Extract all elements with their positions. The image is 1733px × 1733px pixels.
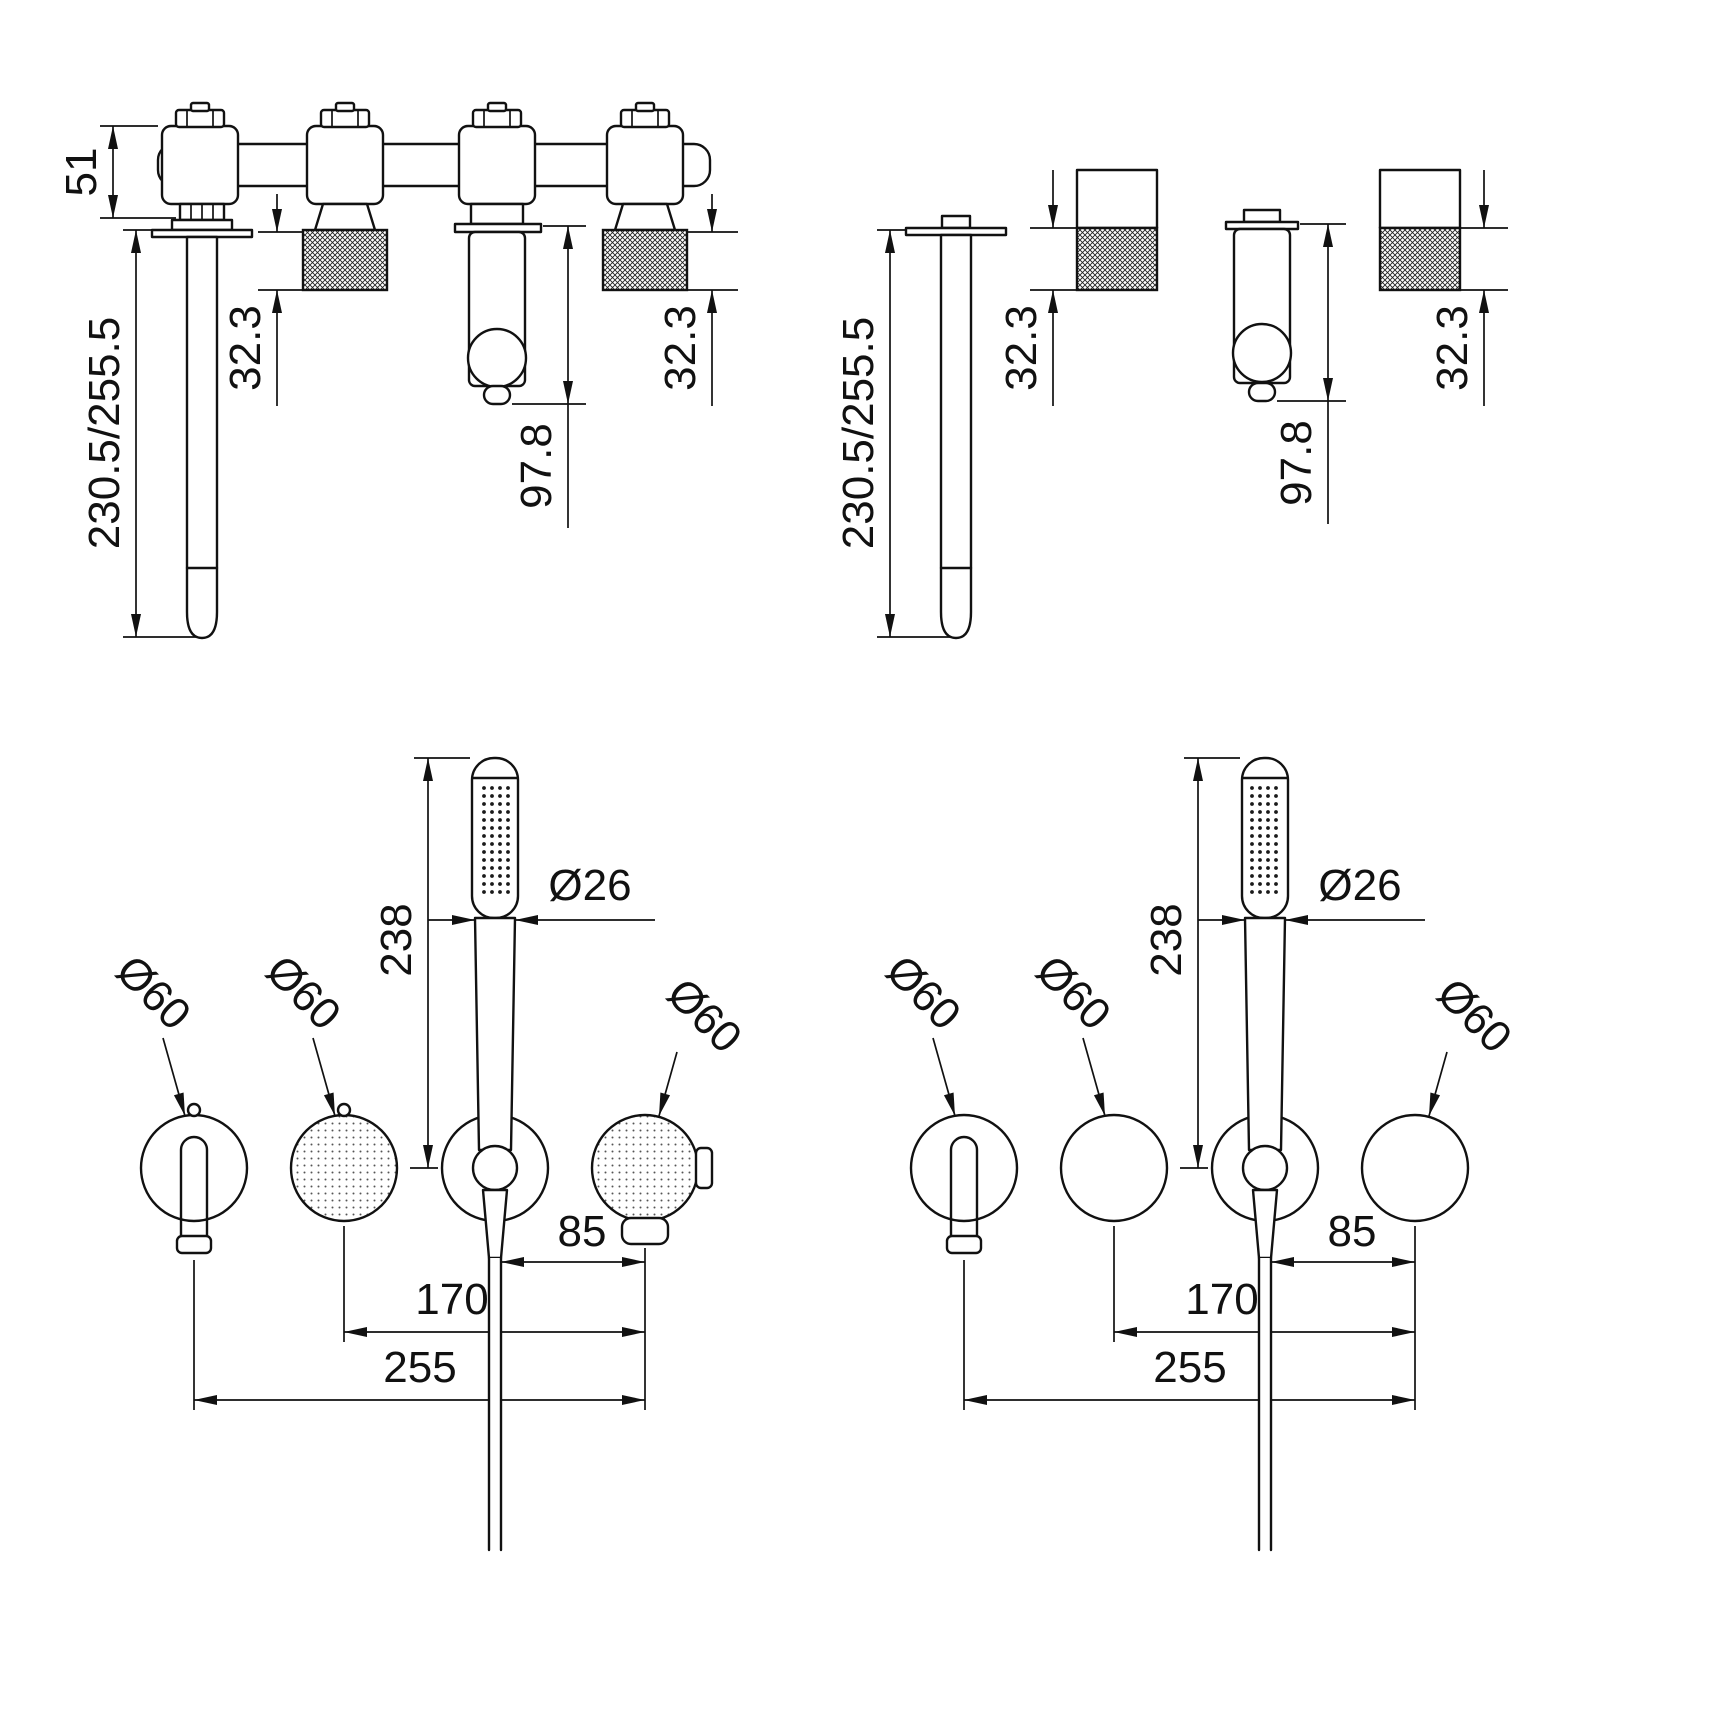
dim-label-right-handle-trim-diameter: Ø60	[658, 969, 751, 1062]
dim-label-right-handle-depth: 32.3	[656, 305, 705, 391]
diverter-side-view	[453, 202, 543, 406]
dimension-diverter-to-handle: 85	[1271, 1207, 1416, 1410]
dim-label-spout-projection: 230.5/255.5	[834, 317, 883, 549]
dim-label-handshower-diameter: Ø26	[548, 861, 631, 910]
mounting-tab	[619, 101, 671, 129]
dim-label-handle-to-handle: 170	[415, 1275, 488, 1324]
dim-label-spout-trim-diameter: Ø60	[877, 946, 970, 1039]
dimension-left-handle-trim-diameter: Ø60	[1027, 946, 1120, 1117]
handle-left-side-view	[301, 202, 389, 292]
dimension-overall-spacing: 255	[193, 1260, 645, 1410]
dim-label-overall-spacing: 255	[1153, 1343, 1226, 1392]
handle-trim-left-front	[289, 1102, 399, 1223]
dimension-handshower-diameter: Ø26	[428, 861, 655, 925]
dimension-diverter-depth: 97.8	[512, 225, 586, 528]
dimension-spout-projection: 230.5/255.5	[80, 229, 196, 638]
handle-trim-right-front	[590, 1113, 714, 1246]
spout-trim-front	[909, 1113, 1019, 1255]
dim-label-handle-to-handle: 170	[1185, 1275, 1258, 1324]
mounting-tab	[174, 101, 226, 129]
handshower-hose	[1251, 1188, 1279, 1552]
dimension-overall-spacing: 255	[963, 1260, 1415, 1410]
dim-label-left-handle-trim-diameter: Ø60	[257, 946, 350, 1039]
dimension-diverter-depth: 97.8	[1272, 223, 1346, 524]
front-view-with-body: 238 Ø26 Ø60 Ø60 Ø60 85 170	[107, 756, 751, 1552]
dim-label-handshower-length: 238	[1142, 903, 1191, 976]
mounting-tab	[471, 101, 523, 129]
handshower-hose	[481, 1188, 509, 1552]
diverter-side-view	[1224, 208, 1300, 403]
handshower-front	[1240, 756, 1290, 1192]
dim-label-diverter-to-handle: 85	[558, 1207, 607, 1256]
dimension-body-height: 51	[57, 125, 176, 219]
handle-left-side-view	[1075, 168, 1159, 292]
dimension-right-handle-trim-diameter: Ø60	[658, 969, 751, 1117]
handle-trim-left-front	[1059, 1113, 1169, 1223]
spout-trim-front	[139, 1102, 249, 1255]
dimension-left-handle-trim-diameter: Ø60	[257, 946, 350, 1117]
side-view-trim-only: 230.5/255.5 32.3 97.8 32.3	[834, 168, 1508, 640]
spout-side-view	[904, 214, 1008, 640]
dimension-handle-to-handle: 170	[1113, 1226, 1415, 1342]
dimension-left-handle-depth: 32.3	[221, 194, 303, 406]
dim-label-left-handle-depth: 32.3	[997, 305, 1046, 391]
dimension-spout-projection: 230.5/255.5	[834, 229, 950, 638]
dimension-handshower-length: 238	[372, 757, 470, 1169]
wall-body-bar	[156, 101, 712, 206]
front-view-trim-only: 238 Ø26 Ø60 Ø60 Ø60 85 170	[877, 756, 1521, 1552]
dim-label-spout-trim-diameter: Ø60	[107, 946, 200, 1039]
dimension-spout-trim-diameter: Ø60	[877, 946, 970, 1117]
dimension-handshower-length: 238	[1142, 757, 1240, 1169]
dim-label-right-handle-depth: 32.3	[1428, 305, 1477, 391]
dimension-right-handle-depth: 32.3	[1428, 170, 1508, 406]
dim-label-right-handle-trim-diameter: Ø60	[1428, 969, 1521, 1062]
side-view-with-body: 51 230.5/255.5 32.3 97.8 32.3	[57, 101, 738, 640]
dim-label-diverter-depth: 97.8	[1272, 420, 1321, 506]
mounting-tab	[319, 101, 371, 129]
dimension-spout-trim-diameter: Ø60	[107, 946, 200, 1117]
dim-label-spout-projection: 230.5/255.5	[80, 317, 129, 549]
dimension-diverter-to-handle: 85	[501, 1207, 646, 1410]
dimension-right-handle-trim-diameter: Ø60	[1428, 969, 1521, 1117]
dim-label-diverter-to-handle: 85	[1328, 1207, 1377, 1256]
dim-label-diverter-depth: 97.8	[512, 423, 561, 509]
dim-label-left-handle-depth: 32.3	[221, 305, 270, 391]
dim-label-handshower-diameter: Ø26	[1318, 861, 1401, 910]
dim-label-handshower-length: 238	[372, 903, 421, 976]
handle-right-side-view	[601, 202, 689, 292]
dimension-left-handle-depth: 32.3	[997, 170, 1077, 406]
dim-label-overall-spacing: 255	[383, 1343, 456, 1392]
dim-label-left-handle-trim-diameter: Ø60	[1027, 946, 1120, 1039]
handshower-front	[470, 756, 520, 1192]
dimension-handshower-diameter: Ø26	[1198, 861, 1425, 925]
dim-label-body-height: 51	[57, 148, 106, 197]
handle-right-side-view	[1378, 168, 1462, 292]
spout-side-view	[150, 202, 254, 640]
handle-trim-right-front	[1360, 1113, 1470, 1223]
dimension-right-handle-depth: 32.3	[656, 194, 738, 406]
